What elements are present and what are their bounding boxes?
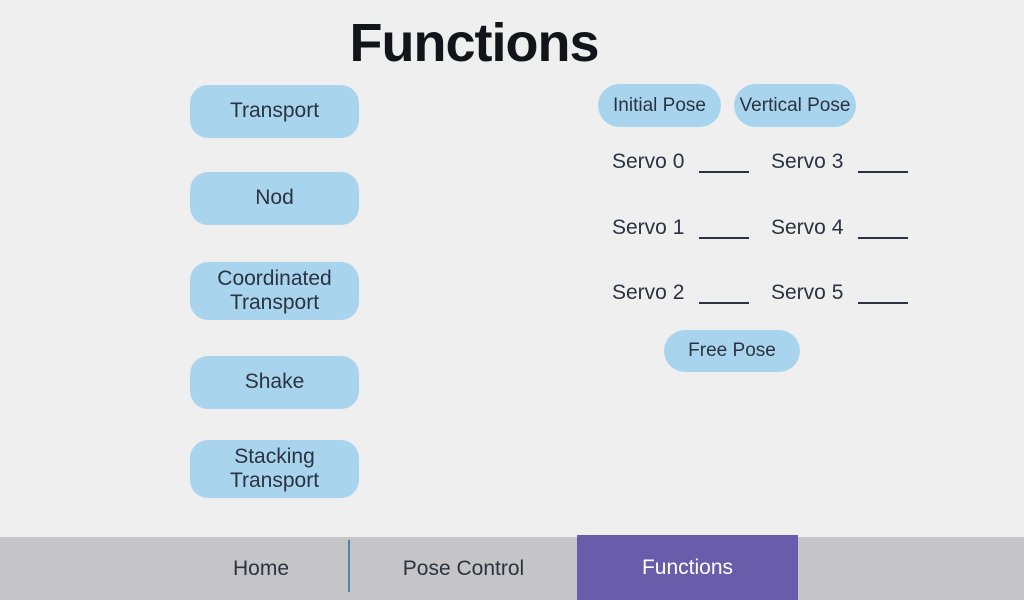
shake-button[interactable]: Shake	[190, 356, 359, 409]
servo-4-label: Servo 4	[771, 216, 844, 239]
tab-pose-control[interactable]: Pose Control	[350, 537, 577, 600]
initial-pose-button[interactable]: Initial Pose	[598, 84, 721, 127]
servo-2-label: Servo 2	[612, 281, 685, 304]
nod-button[interactable]: Nod	[190, 172, 359, 225]
servo-0-value-field[interactable]	[699, 152, 750, 173]
servo-5-value-field[interactable]	[858, 283, 909, 304]
servo-4-value-field[interactable]	[858, 218, 909, 239]
tab-functions[interactable]: Functions	[577, 535, 798, 600]
servo-3-row: Servo 3	[771, 150, 909, 173]
servo-3-label: Servo 3	[771, 150, 844, 173]
servo-2-value-field[interactable]	[699, 283, 750, 304]
vertical-pose-button[interactable]: Vertical Pose	[734, 84, 856, 127]
servo-0-label: Servo 0	[612, 150, 685, 173]
servo-0-row: Servo 0	[612, 150, 750, 173]
servo-1-row: Servo 1	[612, 216, 750, 239]
tab-home[interactable]: Home	[174, 537, 348, 600]
servo-2-row: Servo 2	[612, 281, 750, 304]
servo-3-value-field[interactable]	[858, 152, 909, 173]
page-title: Functions	[349, 13, 600, 73]
free-pose-button[interactable]: Free Pose	[664, 330, 800, 372]
servo-4-row: Servo 4	[771, 216, 909, 239]
servo-5-row: Servo 5	[771, 281, 909, 304]
servo-1-label: Servo 1	[612, 216, 685, 239]
transport-button[interactable]: Transport	[190, 85, 359, 138]
tab-divider	[348, 540, 350, 592]
servo-1-value-field[interactable]	[699, 218, 750, 239]
tab-bar: Home Pose Control Functions	[0, 535, 1024, 600]
coordinated-transport-button[interactable]: Coordinated Transport	[190, 262, 359, 320]
stacking-transport-button[interactable]: Stacking Transport	[190, 440, 359, 498]
servo-5-label: Servo 5	[771, 281, 844, 304]
